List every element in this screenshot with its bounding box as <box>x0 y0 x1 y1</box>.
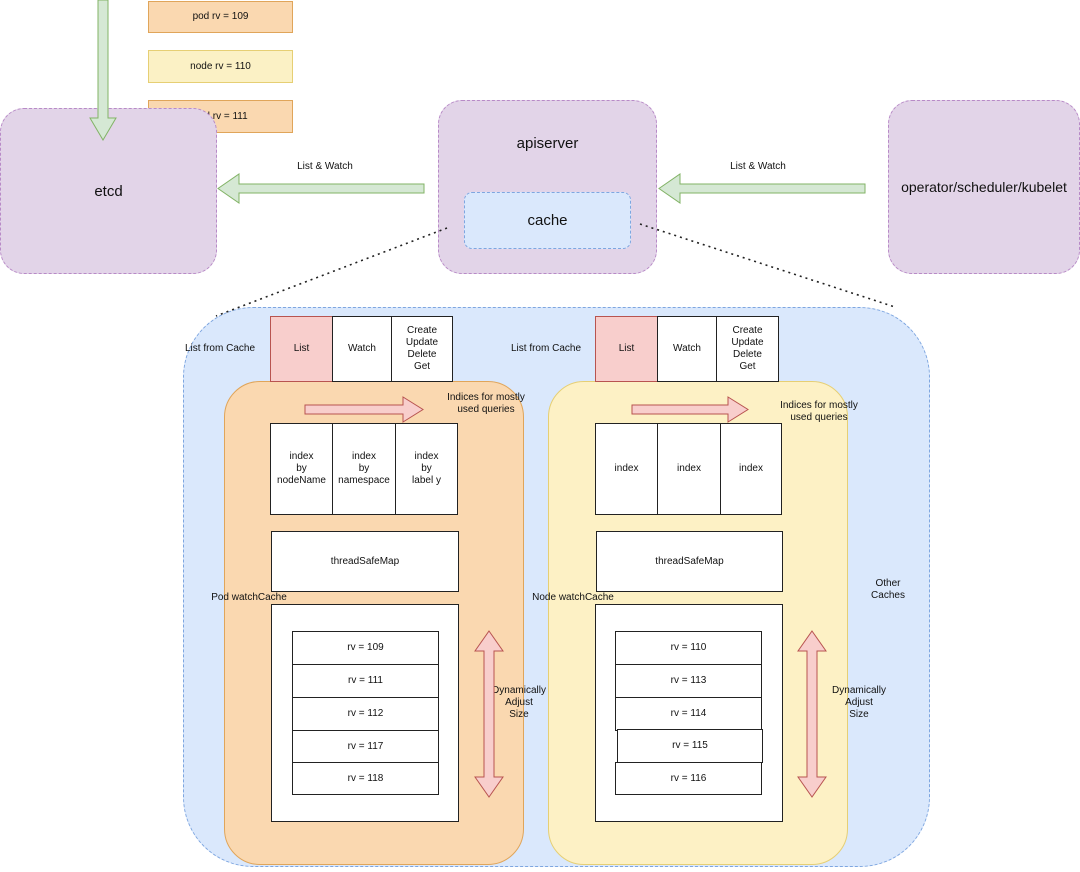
node-watchcache-label: Node watchCache <box>532 592 614 603</box>
pod-resize-arrow <box>474 630 504 798</box>
pod-resize-label: Dynamically Adjust Size <box>492 685 546 720</box>
node-list-from-cache-label: List from Cache <box>510 343 582 354</box>
pod-index-namespace: index by namespace <box>332 423 396 515</box>
pod-rv-117: rv = 117 <box>292 730 439 764</box>
pod-rv-109: rv = 109 <box>292 631 439 665</box>
pod-indices-note: Indices for mostly used queries <box>447 392 525 415</box>
node-rv-110: rv = 110 <box>615 631 762 665</box>
event-node-110: node rv = 110 <box>148 50 293 83</box>
clients-node: operator/scheduler/kubelet <box>888 100 1080 274</box>
pod-threadsafemap: threadSafeMap <box>271 531 459 592</box>
other-caches-label: Other Caches <box>871 578 905 601</box>
pod-list-from-cache-label: List from Cache <box>184 343 256 354</box>
pod-op-watch: Watch <box>332 316 392 382</box>
node-op-crud: Create Update Delete Get <box>716 316 779 382</box>
node-index-3: index <box>720 423 782 515</box>
pod-op-crud: Create Update Delete Get <box>391 316 453 382</box>
node-index-1: index <box>595 423 658 515</box>
node-indices-note: Indices for mostly used queries <box>780 400 858 423</box>
cache-node: cache <box>464 192 631 249</box>
pod-rv-111: rv = 111 <box>292 664 439 698</box>
node-rv-116: rv = 116 <box>615 762 762 795</box>
node-index-2: index <box>657 423 721 515</box>
zoom-line-left <box>215 227 448 317</box>
zoom-line-right <box>639 223 896 308</box>
node-op-watch: Watch <box>657 316 717 382</box>
pod-index-arrow <box>304 396 424 423</box>
pod-index-label: index by label y <box>395 423 458 515</box>
arrow-apiserver-to-etcd <box>217 173 425 204</box>
node-threadsafemap: threadSafeMap <box>596 531 783 592</box>
node-resize-label: Dynamically Adjust Size <box>832 685 886 720</box>
write-arrow-etcd <box>89 0 117 141</box>
node-index-arrow <box>631 396 749 423</box>
apiserver-label: apiserver <box>516 134 579 152</box>
pod-index-nodename: index by nodeName <box>270 423 333 515</box>
arrow-clients-to-apiserver <box>658 173 866 204</box>
event-pod-109: pod rv = 109 <box>148 1 293 33</box>
pod-rv-118: rv = 118 <box>292 762 439 795</box>
list-watch-label-left: List & Watch <box>297 161 353 172</box>
list-watch-label-right: List & Watch <box>730 161 786 172</box>
etcd-node: etcd <box>0 108 217 274</box>
pod-watchcache-label: Pod watchCache <box>211 592 287 603</box>
node-resize-arrow <box>797 630 827 798</box>
